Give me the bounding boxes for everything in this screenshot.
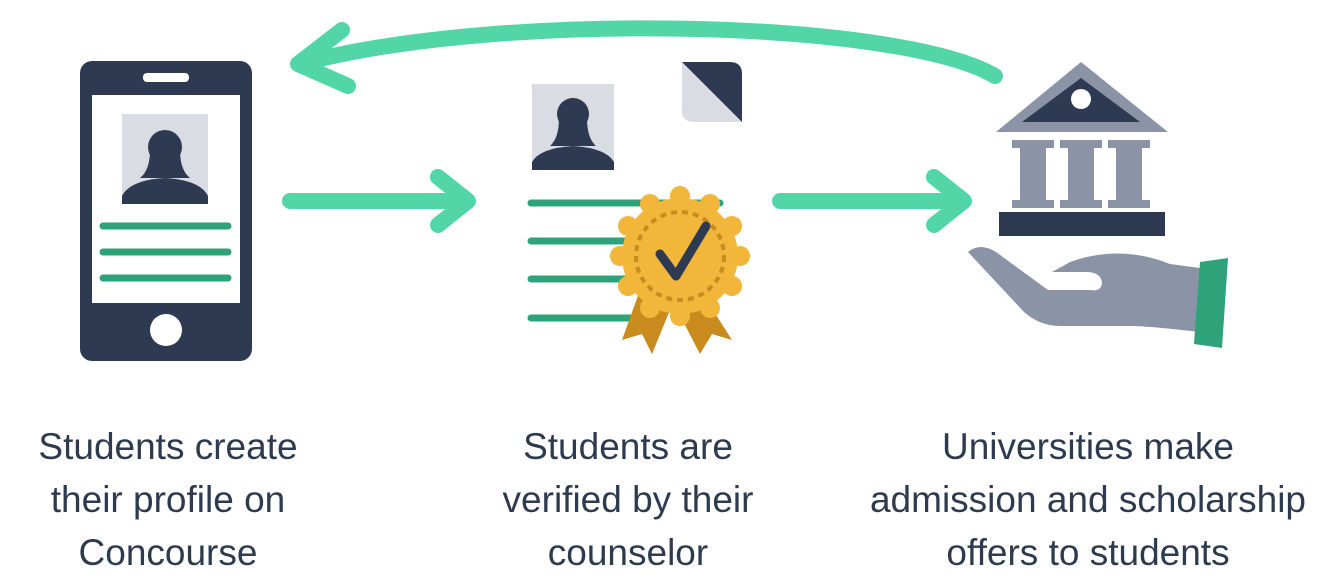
step-2-line-2: verified by their <box>502 479 754 520</box>
university-offer-icon <box>968 62 1228 348</box>
verified-seal-icon <box>610 186 750 326</box>
step-1-line-1: Students create <box>38 426 298 467</box>
step-3-line-2: admission and scholarship <box>869 479 1306 520</box>
step-3-line-1: Universities make <box>942 426 1234 467</box>
return-arrow <box>290 20 1003 94</box>
phone-profile-icon <box>80 61 252 361</box>
step-3-caption: Universities make admission and scholars… <box>858 420 1318 579</box>
step-2-caption: Students are verified by their counselor <box>478 420 778 579</box>
step-3-line-3: offers to students <box>946 532 1230 573</box>
step-1-line-2: their profile on <box>50 479 286 520</box>
arrow-2 <box>772 169 972 233</box>
step-1-line-3: Concourse <box>78 532 258 573</box>
step-2-line-3: counselor <box>547 532 709 573</box>
verified-document-icon <box>510 62 750 360</box>
arrow-1 <box>282 169 476 233</box>
step-2-line-1: Students are <box>523 426 733 467</box>
step-1-caption: Students create their profile on Concour… <box>18 420 318 579</box>
